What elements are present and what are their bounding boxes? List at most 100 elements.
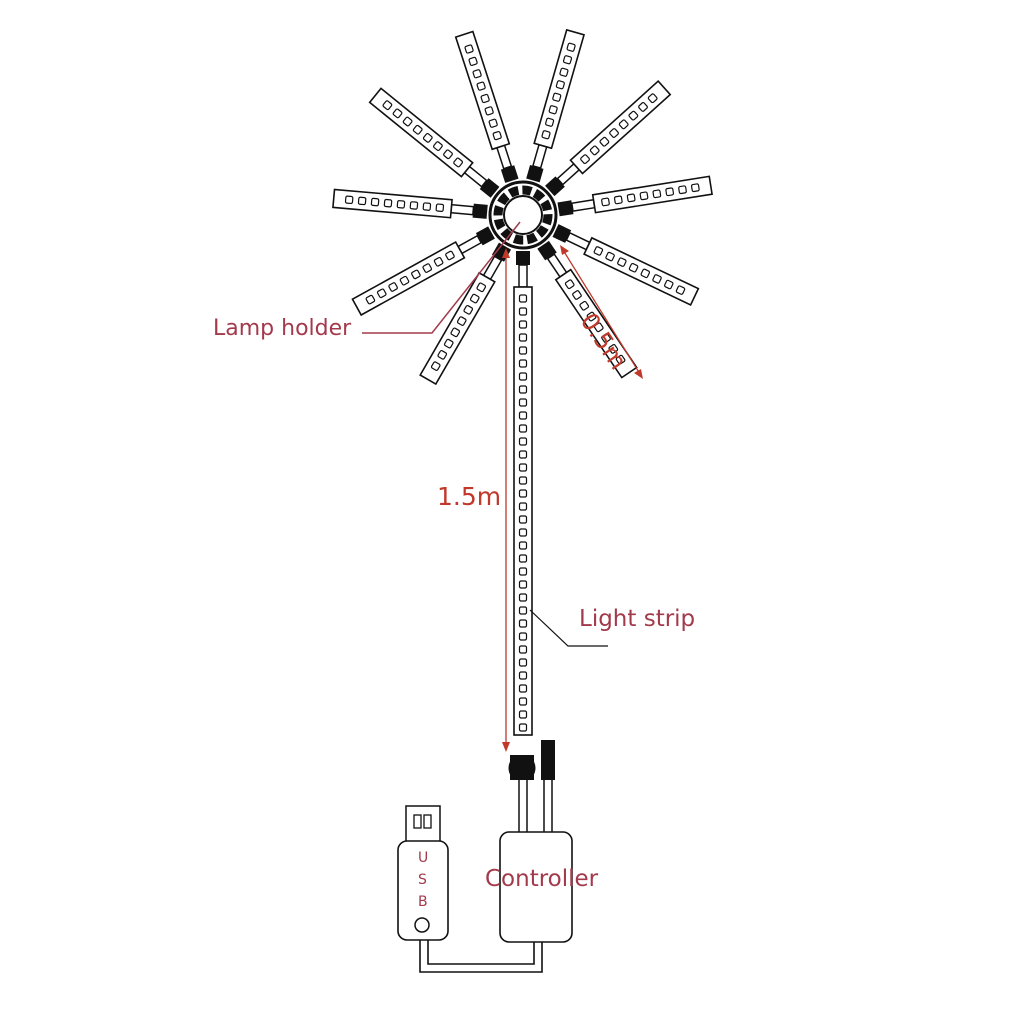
led-chip (618, 119, 629, 130)
led-chip (518, 489, 528, 498)
led-chip (450, 327, 461, 338)
led-chip (480, 93, 490, 104)
led-chip (409, 201, 419, 210)
led-chip (456, 316, 467, 326)
led-chip (562, 55, 573, 65)
usb-plug-tip (405, 805, 441, 843)
arm-neck (532, 143, 548, 169)
led-chip (518, 723, 528, 732)
led-chip (589, 145, 600, 156)
led-chip (412, 124, 423, 135)
led-chip (518, 671, 528, 680)
main-strip (513, 251, 533, 736)
radial-arm-3 (545, 80, 672, 197)
led-chip (402, 116, 413, 127)
led-chip (548, 105, 558, 115)
arm-neck (482, 255, 503, 281)
led-chip (518, 320, 528, 329)
led-chip (453, 157, 464, 168)
led-chip (628, 262, 639, 273)
led-chip (518, 424, 528, 433)
arm-connector (500, 165, 519, 183)
led-chip (476, 81, 486, 91)
arm-neck (457, 234, 483, 255)
led-chip (601, 197, 610, 207)
strip-body (591, 175, 713, 214)
led-chip (492, 130, 502, 141)
lamp-holder-label: Lamp holder (213, 316, 352, 341)
radial-arm-4 (332, 188, 488, 219)
led-chip (647, 93, 658, 104)
arm-connector (557, 200, 574, 217)
led-chip (639, 191, 649, 201)
led-chip (396, 200, 406, 209)
radial-arm-6 (351, 226, 495, 317)
led-chip (518, 359, 528, 368)
strip-body (351, 240, 466, 317)
controller-label: Controller (485, 866, 599, 892)
led-chip (559, 67, 569, 77)
led-chip (690, 183, 700, 193)
led-chip (664, 279, 674, 290)
hub-outer-ring (488, 180, 558, 250)
led-chip (638, 102, 648, 112)
led-chip (580, 154, 590, 165)
led-chip (601, 333, 611, 343)
arm-neck (570, 198, 596, 212)
led-chip (615, 354, 626, 365)
led-chip (376, 288, 387, 299)
radial-arm-8 (419, 242, 512, 386)
led-chip (608, 344, 619, 354)
led-chip (518, 333, 528, 342)
led-chip (445, 250, 455, 261)
radial-arm-5 (557, 175, 713, 217)
led-chip (518, 567, 528, 576)
led-chip (518, 372, 528, 381)
led-chip (518, 411, 528, 420)
arm-neck (565, 231, 591, 251)
controller-box (499, 831, 573, 943)
led-chip (422, 132, 433, 143)
arm-connector (472, 203, 488, 219)
led-chip (617, 257, 627, 267)
led-chip (518, 632, 528, 641)
led-chip (488, 118, 498, 128)
radial-arm-9 (537, 240, 638, 379)
led-chip (518, 385, 528, 394)
led-chip (518, 554, 528, 563)
arm-connector (526, 165, 544, 183)
led-chip (518, 710, 528, 719)
led-chip (484, 106, 494, 116)
led-chip (545, 117, 555, 127)
led-chip (468, 56, 478, 67)
arm-neck (496, 144, 513, 170)
led-chip (518, 593, 528, 602)
led-chip (443, 338, 454, 349)
led-chip (555, 80, 565, 90)
led-chip (518, 645, 528, 654)
led-chip (518, 697, 528, 706)
led-chip (469, 293, 480, 304)
arm-connector (516, 251, 530, 265)
led-chip (518, 398, 528, 407)
led-chip (640, 268, 651, 279)
led-chip (518, 541, 528, 550)
led-chip (579, 300, 590, 311)
led-chip (518, 502, 528, 511)
led-chip (518, 619, 528, 628)
led-chip (518, 463, 528, 472)
led-chip (518, 658, 528, 667)
led-chip (365, 294, 376, 305)
strip-plug (510, 755, 534, 780)
aux-plug (541, 740, 555, 780)
plug-clip (508, 759, 536, 777)
arm-connector (552, 224, 572, 243)
cable-inner (427, 940, 535, 965)
usb-led-icon (414, 917, 430, 933)
led-chip (472, 69, 482, 79)
radial-arm-0 (454, 30, 519, 183)
cable-outer (419, 940, 543, 973)
led-chip (518, 450, 528, 459)
usb-contact (413, 814, 422, 829)
